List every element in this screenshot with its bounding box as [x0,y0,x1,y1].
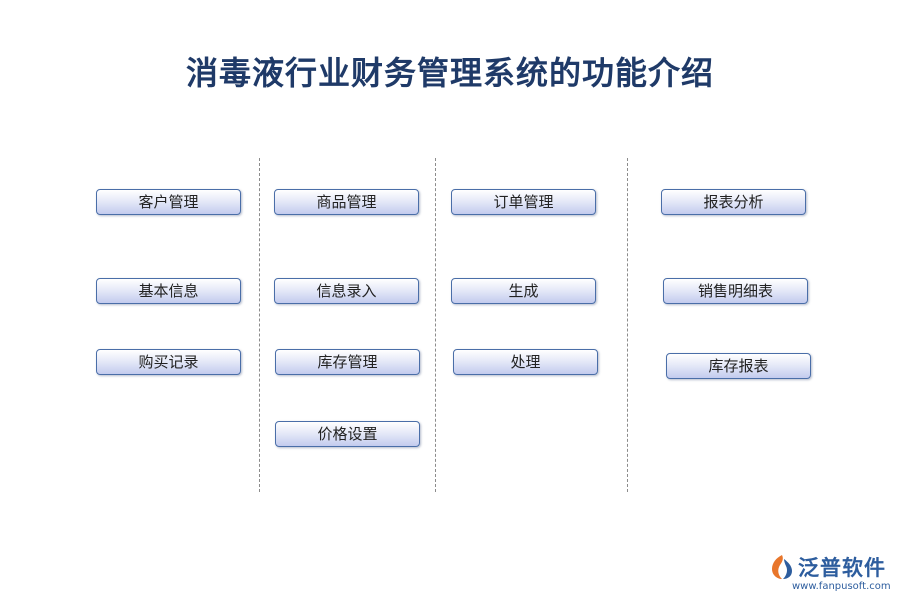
logo-name: 泛普软件 [798,556,886,580]
module-box-price-settings: 价格设置 [275,421,420,447]
fanpu-logo-icon [772,555,792,579]
module-box-customer-management: 客户管理 [96,189,241,215]
page-title: 消毒液行业财务管理系统的功能介绍 [185,54,714,92]
module-box-generate: 生成 [451,278,596,304]
module-box-process: 处理 [453,349,598,375]
module-box-inventory-report: 库存报表 [666,353,811,379]
module-box-purchase-records: 购买记录 [96,349,241,375]
module-box-basic-info: 基本信息 [96,278,241,304]
logo-url: www.fanpusoft.com [792,581,891,592]
column-divider-1 [259,158,260,492]
module-box-order-management: 订单管理 [451,189,596,215]
column-divider-3 [627,158,628,492]
module-box-product-management: 商品管理 [274,189,419,215]
module-box-info-entry: 信息录入 [274,278,419,304]
fanpu-logo: 泛普软件 www.fanpusoft.com [768,552,893,596]
module-box-sales-detail: 销售明细表 [663,278,808,304]
module-box-report-analysis: 报表分析 [661,189,806,215]
column-divider-2 [435,158,436,492]
module-box-inventory-management: 库存管理 [275,349,420,375]
